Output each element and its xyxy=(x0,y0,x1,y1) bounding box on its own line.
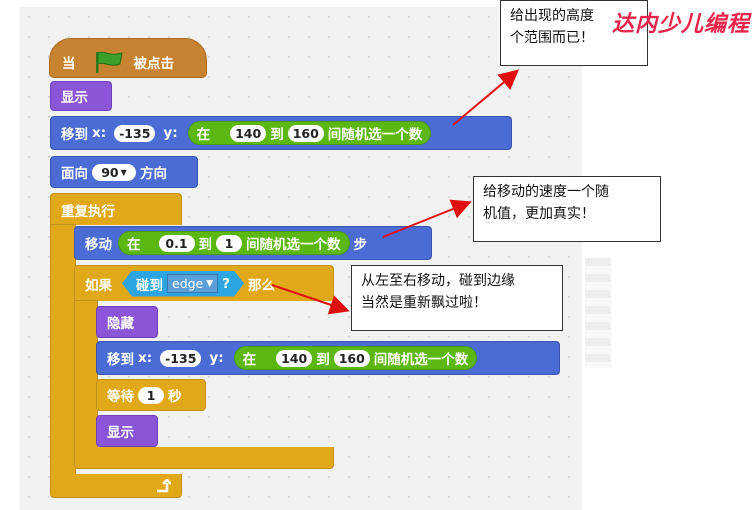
if-left-arm xyxy=(74,300,98,450)
show-label-inner: 显示 xyxy=(107,425,134,441)
move-tail: 步 xyxy=(353,237,368,253)
random-to-input-inner[interactable]: 160 xyxy=(333,349,370,367)
forever-block[interactable]: 重复执行 xyxy=(50,193,182,225)
chevron-down-icon: ▼ xyxy=(120,167,127,177)
hat-label-clicked: 被点击 xyxy=(133,56,175,72)
forever-left-arm xyxy=(50,224,76,478)
if-bottom xyxy=(74,447,334,469)
move-random-from-input[interactable]: 0.1 xyxy=(158,234,195,252)
callout-touch-edge: 从左至右移动，碰到边缘 当然是重新飘过啦！ xyxy=(351,265,563,331)
y-label: y: xyxy=(163,125,178,141)
random-to-label-inner: 到 xyxy=(316,352,330,368)
touching-target-value: edge xyxy=(172,276,204,291)
if-then-block[interactable]: 如果 碰到 edge ▼ ? 那么 xyxy=(74,265,334,301)
x-label-inner: x: xyxy=(138,350,153,366)
point-direction-block[interactable]: 面向 90 ▼ 方向 xyxy=(50,156,198,188)
direction-input[interactable]: 90 ▼ xyxy=(92,163,136,181)
move-random-tail: 间随机选一个数 xyxy=(246,237,341,253)
pick-random-reporter[interactable]: 在 140 到 160 间随机选一个数 xyxy=(187,121,432,145)
direction-value: 90 xyxy=(101,164,119,180)
question-mark: ? xyxy=(222,275,231,292)
x-label: x: xyxy=(92,125,107,141)
chevron-down-icon: ▼ xyxy=(206,278,214,289)
show-block[interactable]: 显示 xyxy=(50,81,112,111)
random-from-input[interactable]: 140 xyxy=(230,124,267,142)
goto-xy-block[interactable]: 移到 x: -135 y: 在 140 到 160 间随机选一个数 xyxy=(50,116,512,150)
x-input-inner[interactable]: -135 xyxy=(160,349,202,367)
pick-random-in: 在 xyxy=(196,127,211,143)
then-label: 那么 xyxy=(248,277,276,294)
move-random-to-input[interactable]: 1 xyxy=(216,234,242,252)
random-tail-inner: 间随机选一个数 xyxy=(373,352,469,368)
hide-block[interactable]: 隐藏 xyxy=(96,306,158,338)
x-input[interactable]: -135 xyxy=(114,124,156,142)
touching-predicate[interactable]: 碰到 edge ▼ ? xyxy=(122,271,244,297)
loop-arrow-icon xyxy=(155,478,171,493)
when-flag-clicked-block[interactable]: 当 被点击 xyxy=(49,38,207,78)
random-from-input-inner[interactable]: 140 xyxy=(276,349,313,367)
callout-move-speed: 给移动的速度一个随 机值，更加真实！ xyxy=(473,176,661,242)
wait-block[interactable]: 等待 1 秒 xyxy=(96,379,206,411)
forever-label: 重复执行 xyxy=(61,203,115,220)
callout-height-range: 给出现的高度 个范围而已！ xyxy=(500,0,648,66)
wait-label: 等待 xyxy=(107,389,134,405)
touching-target-dropdown[interactable]: edge ▼ xyxy=(167,274,218,293)
touching-label: 碰到 xyxy=(136,277,163,294)
pick-random-in-inner: 在 xyxy=(242,352,257,368)
show-block-inner[interactable]: 显示 xyxy=(96,415,158,447)
point-label: 面向 xyxy=(61,166,88,182)
wait-input[interactable]: 1 xyxy=(138,386,164,404)
hide-label: 隐藏 xyxy=(107,316,134,332)
move-steps-block[interactable]: 移动 在 0.1 到 1 间随机选一个数 步 xyxy=(74,226,432,260)
goto-xy-block-inner[interactable]: 移到 x: -135 y: 在 140 到 160 间随机选一个数 xyxy=(96,341,560,375)
watermark-logo: 达内少儿编程 xyxy=(612,12,751,37)
show-label: 显示 xyxy=(61,90,88,106)
goto-label: 移到 xyxy=(61,127,88,143)
pick-random-in-move: 在 xyxy=(127,237,141,253)
move-label: 移动 xyxy=(85,237,112,253)
blurred-region xyxy=(585,258,611,368)
random-to-input[interactable]: 160 xyxy=(287,124,324,142)
forever-bottom xyxy=(50,474,182,498)
y-label-inner: y: xyxy=(209,350,224,366)
hat-label-when: 当 xyxy=(62,56,76,72)
pick-random-reporter-inner[interactable]: 在 140 到 160 间随机选一个数 xyxy=(233,346,478,370)
random-tail: 间随机选一个数 xyxy=(327,127,423,143)
goto-label-inner: 移到 xyxy=(107,352,134,368)
random-to-label: 到 xyxy=(270,127,284,143)
move-random-to-label: 到 xyxy=(198,237,213,253)
if-label: 如果 xyxy=(85,277,112,294)
point-tail: 方向 xyxy=(140,166,167,182)
green-flag-icon xyxy=(92,50,126,74)
pick-random-reporter-move[interactable]: 在 0.1 到 1 间随机选一个数 xyxy=(118,231,350,255)
wait-tail: 秒 xyxy=(168,389,182,405)
